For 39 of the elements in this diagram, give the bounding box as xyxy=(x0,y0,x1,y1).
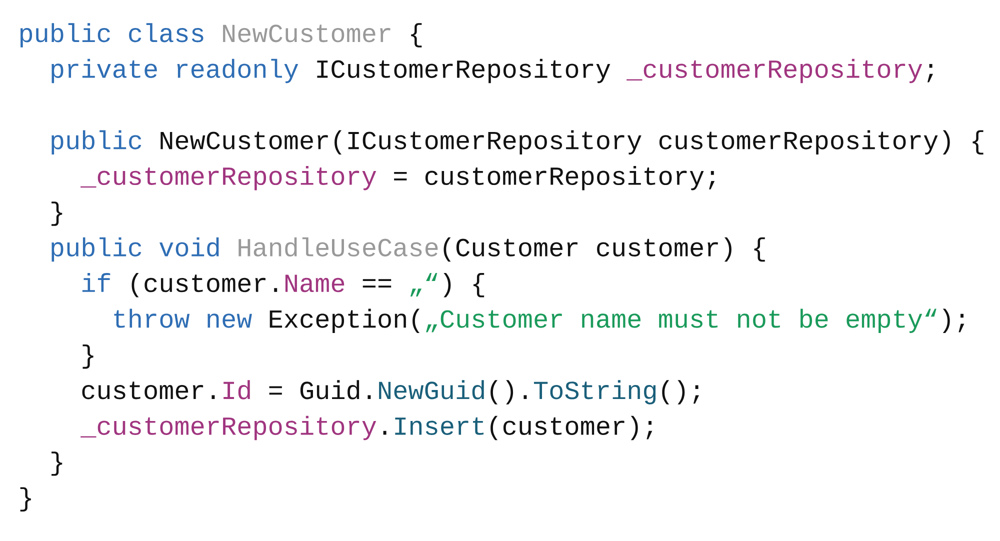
code-text: if xyxy=(82,273,110,292)
code-text: HandleUseCase xyxy=(238,237,438,257)
code-text: customer. xyxy=(82,382,215,400)
code-text: private readonly xyxy=(52,58,298,84)
code-text: } xyxy=(52,452,62,476)
code-text: } xyxy=(52,202,62,226)
code-text: (Customer customer) { xyxy=(444,237,765,262)
code-text: . xyxy=(383,430,386,435)
code-text: (customer); xyxy=(490,416,652,440)
code-text: Exception( xyxy=(270,308,420,333)
code-text: Insert xyxy=(395,417,484,435)
code-text: (customer. xyxy=(132,273,278,298)
code-text: NewCustomer(ICustomerRepository customerRepository) { xyxy=(160,130,984,154)
code-text: } xyxy=(20,487,31,512)
code-text: _customerRepository xyxy=(80,166,376,190)
code-text: ; xyxy=(927,64,933,82)
code-text: } xyxy=(82,344,94,369)
code-text: = customerRepository; xyxy=(394,166,715,190)
code-text: Id xyxy=(224,380,250,400)
code-text: NewCustomer xyxy=(223,24,390,42)
code-text: _customerRepository xyxy=(626,58,922,84)
code-text: (). xyxy=(490,380,527,404)
code-text: „“ xyxy=(410,273,438,297)
code-text: public void xyxy=(52,237,219,262)
code-text: NewGuid xyxy=(379,380,484,400)
code-text: Name xyxy=(285,274,344,292)
code-text: public xyxy=(52,130,142,154)
code-text: (); xyxy=(662,380,699,404)
code-text: ) { xyxy=(444,273,484,298)
code-text: ICustomerRepository xyxy=(317,58,610,84)
code-text: „Customer name must not be empty“ xyxy=(426,308,936,333)
code-text: _customerRepository xyxy=(80,416,376,440)
code-text: public class xyxy=(20,23,204,48)
code-text: { xyxy=(411,23,422,48)
code-text: ToString xyxy=(534,380,656,404)
code-text: = Guid. xyxy=(269,380,371,400)
code-text: ); xyxy=(942,308,964,333)
code-text: throw new xyxy=(114,308,252,328)
code-text: == xyxy=(362,279,392,288)
